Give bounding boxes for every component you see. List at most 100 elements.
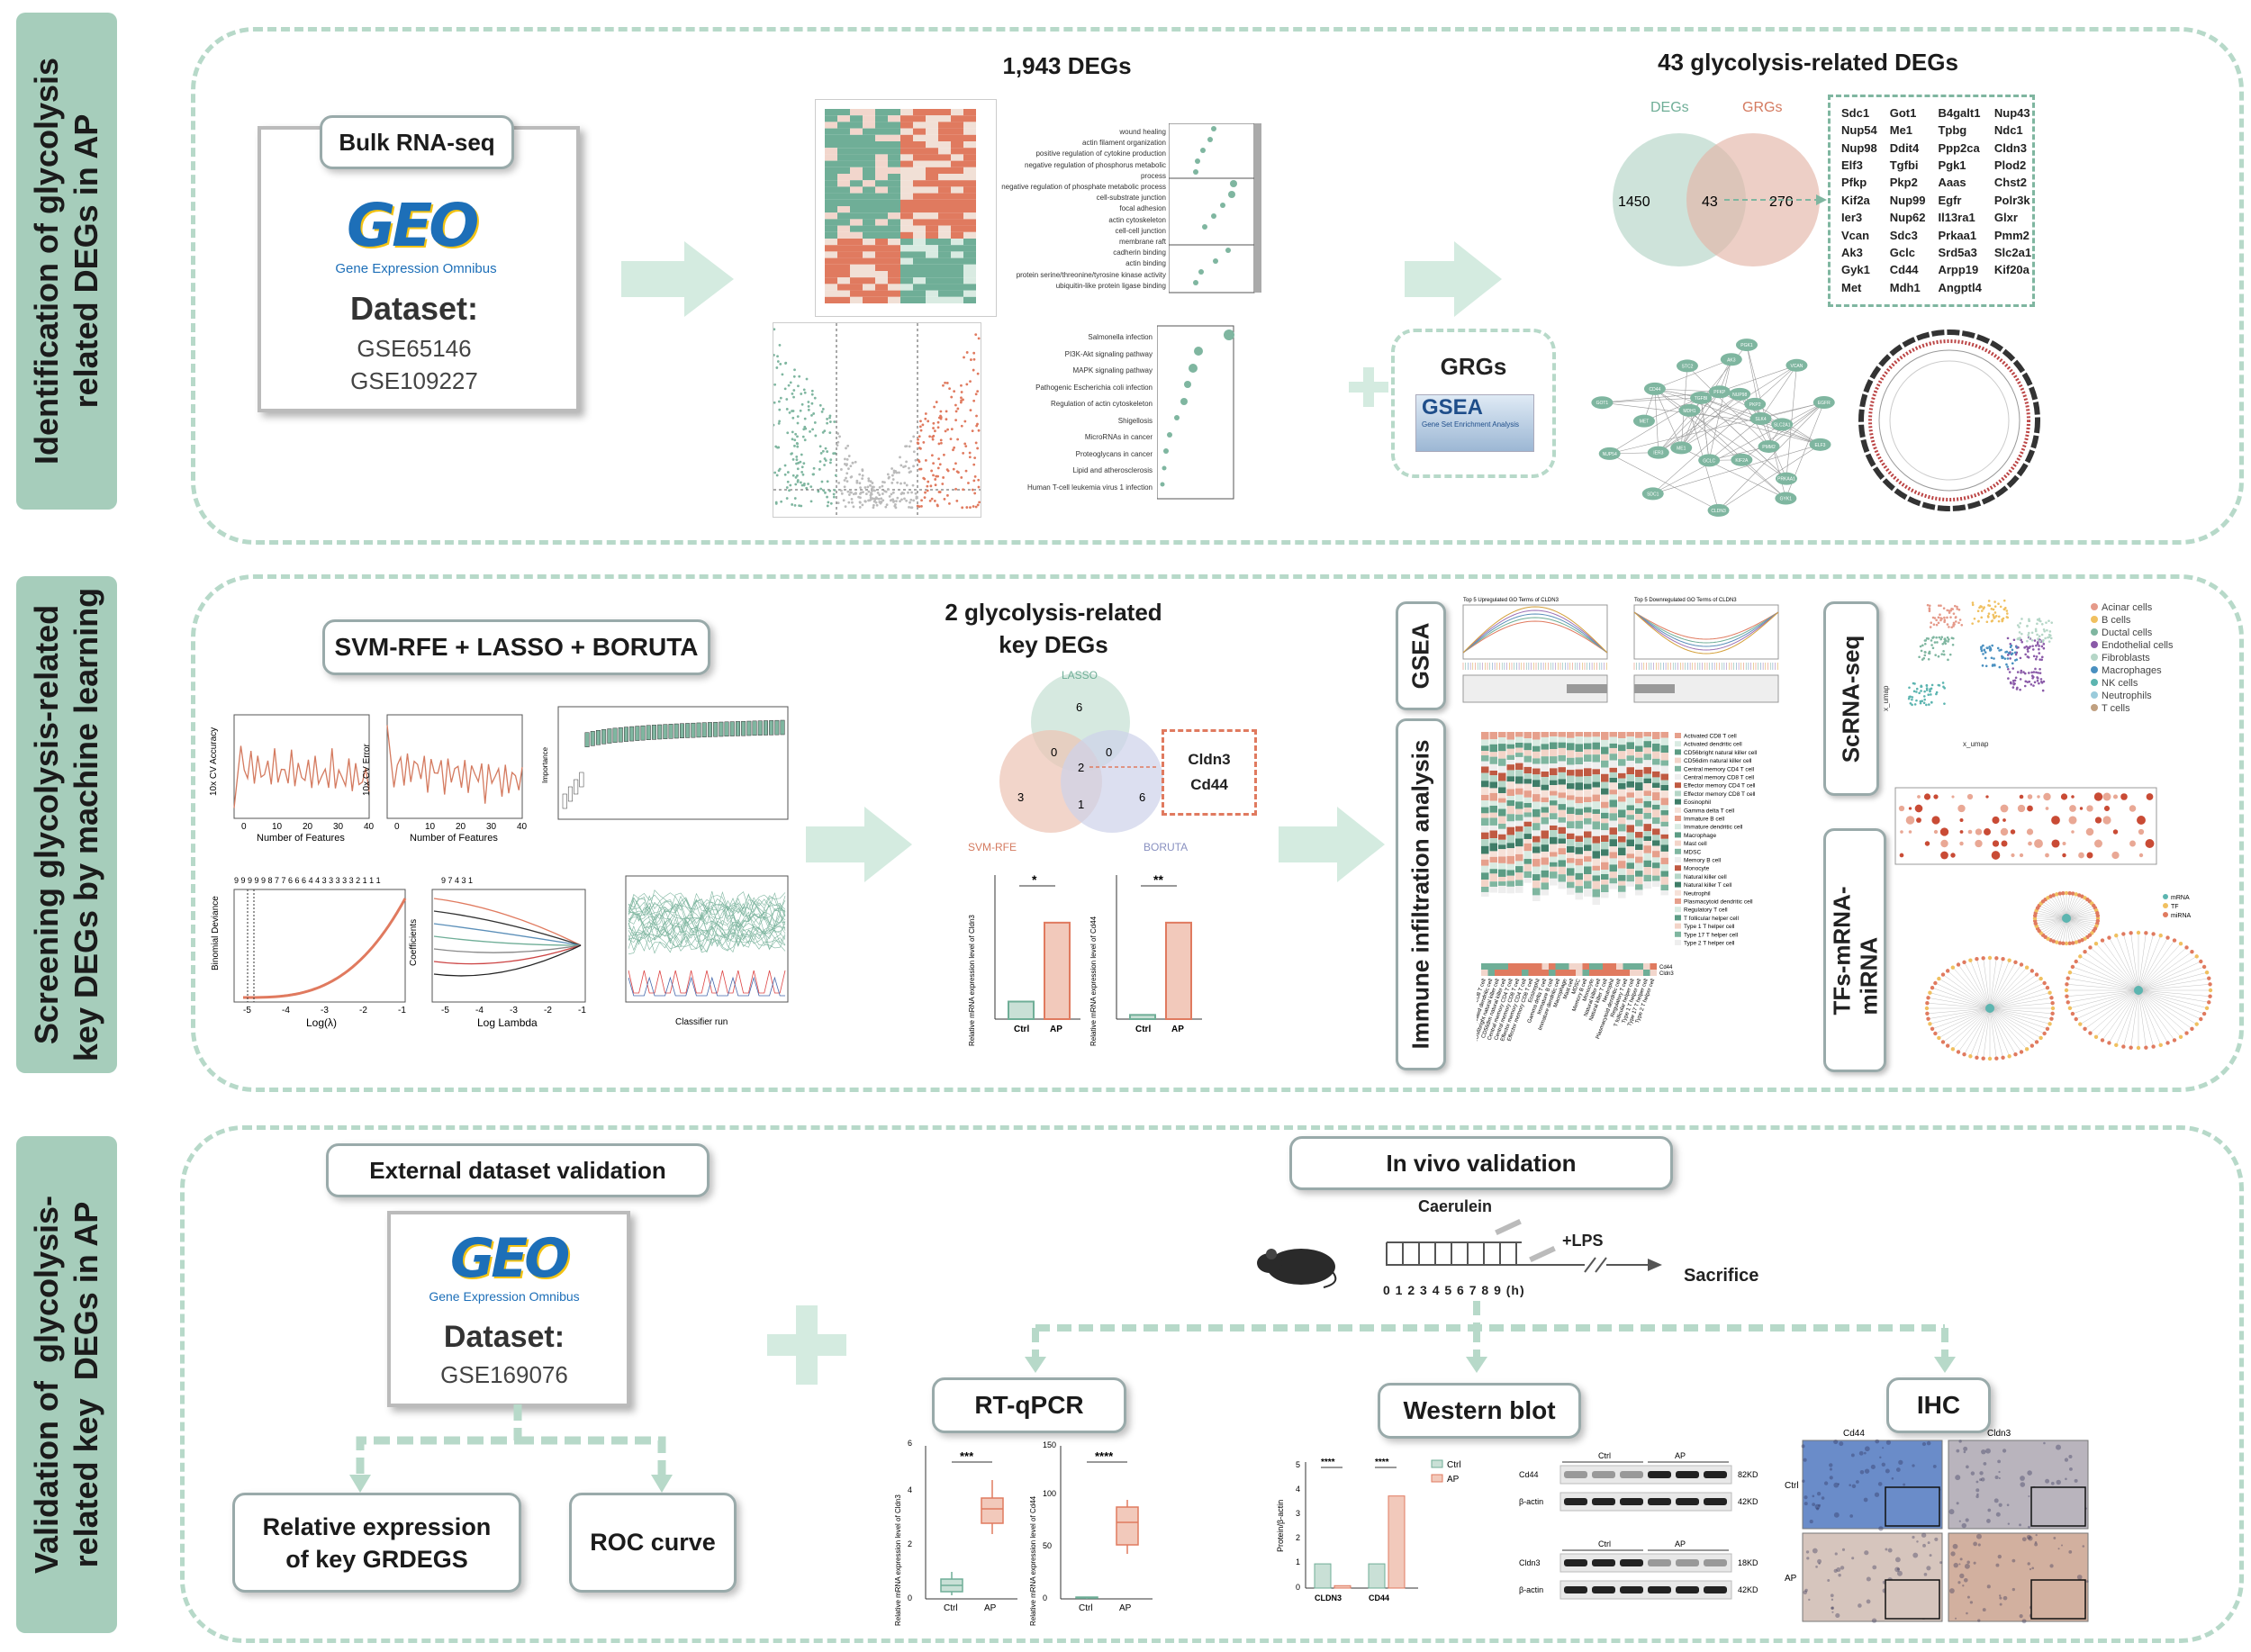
heatmap-thumbnail [815, 99, 997, 317]
immune-segment [1601, 862, 1609, 871]
immune-segment [1558, 754, 1566, 762]
immune-segment [1626, 781, 1634, 788]
scrnaseq-label: ScRNA-seq [1823, 601, 1879, 796]
volcano-point [890, 467, 893, 470]
tf-node [2136, 1045, 2141, 1051]
umap-point [2034, 657, 2038, 661]
volcano-point [823, 429, 827, 433]
immune-segment [1618, 809, 1626, 818]
immune-segment [1584, 802, 1592, 808]
ppi-node-label: IER3 [1653, 451, 1663, 456]
ppi-edge [1652, 444, 1821, 494]
immune-segment [1550, 768, 1558, 776]
immune-segment [1609, 820, 1617, 828]
umap-point [2042, 627, 2046, 631]
geo-subtitle-2: Gene Expression Omnibus [429, 1289, 580, 1304]
immune-segment [1643, 754, 1651, 761]
immune-segment [1498, 808, 1506, 817]
ppi-edge [1681, 447, 1786, 499]
heatmap-cell [837, 225, 850, 232]
ppi-node [1775, 472, 1797, 485]
classifier-line [628, 931, 786, 953]
volcano-point [818, 467, 821, 471]
immune-segment [1626, 853, 1634, 859]
immune-segment [1506, 764, 1514, 771]
immune-segment [1550, 749, 1558, 757]
ppi-edge [1654, 388, 1682, 448]
go-term: cell-cell junction [1115, 226, 1166, 235]
ppi-node [1591, 396, 1614, 410]
immune-segment [1498, 885, 1506, 894]
heatmap-cell [963, 115, 976, 122]
tf-node [1956, 1050, 1961, 1054]
tf-hub [1985, 1004, 1994, 1013]
lasso-coef-line [433, 944, 582, 977]
heatmap-cell [837, 277, 850, 284]
heatmap-cell [888, 167, 900, 174]
immune-segment [1575, 853, 1583, 859]
heatmap-cell [875, 219, 888, 226]
immune-legend-label: Gamma delta T cell [1684, 808, 1735, 814]
umap-point [1980, 645, 1983, 648]
heatmap-cell [888, 134, 900, 141]
immune-segment [1635, 862, 1643, 871]
umap-point [1925, 683, 1929, 687]
immune-segment [1558, 736, 1566, 743]
volcano-point [823, 457, 827, 460]
volcano-point [942, 384, 945, 387]
tf-node [2172, 938, 2177, 943]
venn-right-label: GRGs [1742, 100, 1782, 115]
blot-band [1676, 1471, 1699, 1478]
immune-heat-cell [1616, 963, 1623, 970]
umap-point [2033, 681, 2037, 684]
heatmap-cell [938, 128, 951, 135]
umap-point [2011, 662, 2014, 665]
immune-heat-cell [1495, 970, 1502, 976]
immune-segment [1506, 843, 1514, 849]
umap-point [1923, 642, 1927, 645]
boxplot-y-tick: 50 [1043, 1541, 1052, 1550]
immune-segment [1660, 834, 1668, 839]
sc-dot [2112, 794, 2119, 799]
immune-segment [1592, 843, 1600, 852]
umap-point [1938, 604, 1940, 607]
heatmap-cell [913, 134, 926, 141]
umap-point [1915, 691, 1918, 693]
heatmap-cell [825, 251, 837, 258]
umap-point [1943, 620, 1946, 624]
immune-segment [1498, 862, 1506, 870]
immune-segment [1635, 826, 1643, 833]
heatmap-cell [938, 193, 951, 200]
immune-segment [1609, 772, 1617, 779]
immune-segment [1498, 751, 1506, 759]
umap-point [1922, 701, 1926, 705]
immune-segment [1481, 887, 1489, 892]
umap-point [1925, 687, 1929, 690]
heatmap-cell [926, 141, 938, 149]
heatmap-cell [875, 141, 888, 149]
volcano-point [930, 497, 934, 501]
volcano-point [818, 403, 822, 407]
umap-point [1997, 602, 2000, 605]
heatmap-cell [926, 193, 938, 200]
immune-segment [1660, 785, 1668, 791]
immune-segment [1584, 856, 1592, 862]
umap-point [2028, 680, 2031, 683]
boxplot-cat: AP [984, 1603, 997, 1613]
immune-segment [1489, 869, 1497, 874]
immune-segment [1652, 777, 1660, 783]
tf-node [2201, 1011, 2207, 1016]
immune-segment [1481, 739, 1489, 746]
immune-legend-swatch [1675, 816, 1681, 821]
lasso-coef-x-tick: -2 [544, 1006, 552, 1016]
umap-point [2005, 609, 2009, 612]
ppi-edge [1680, 392, 1721, 448]
immune-segment [1523, 838, 1532, 844]
volcano-point [972, 463, 976, 466]
umap-point [1991, 644, 1993, 647]
tf-node [2007, 958, 2011, 962]
volcano-point [869, 480, 872, 483]
tf-node [2100, 938, 2105, 943]
immune-segment [1489, 886, 1497, 893]
